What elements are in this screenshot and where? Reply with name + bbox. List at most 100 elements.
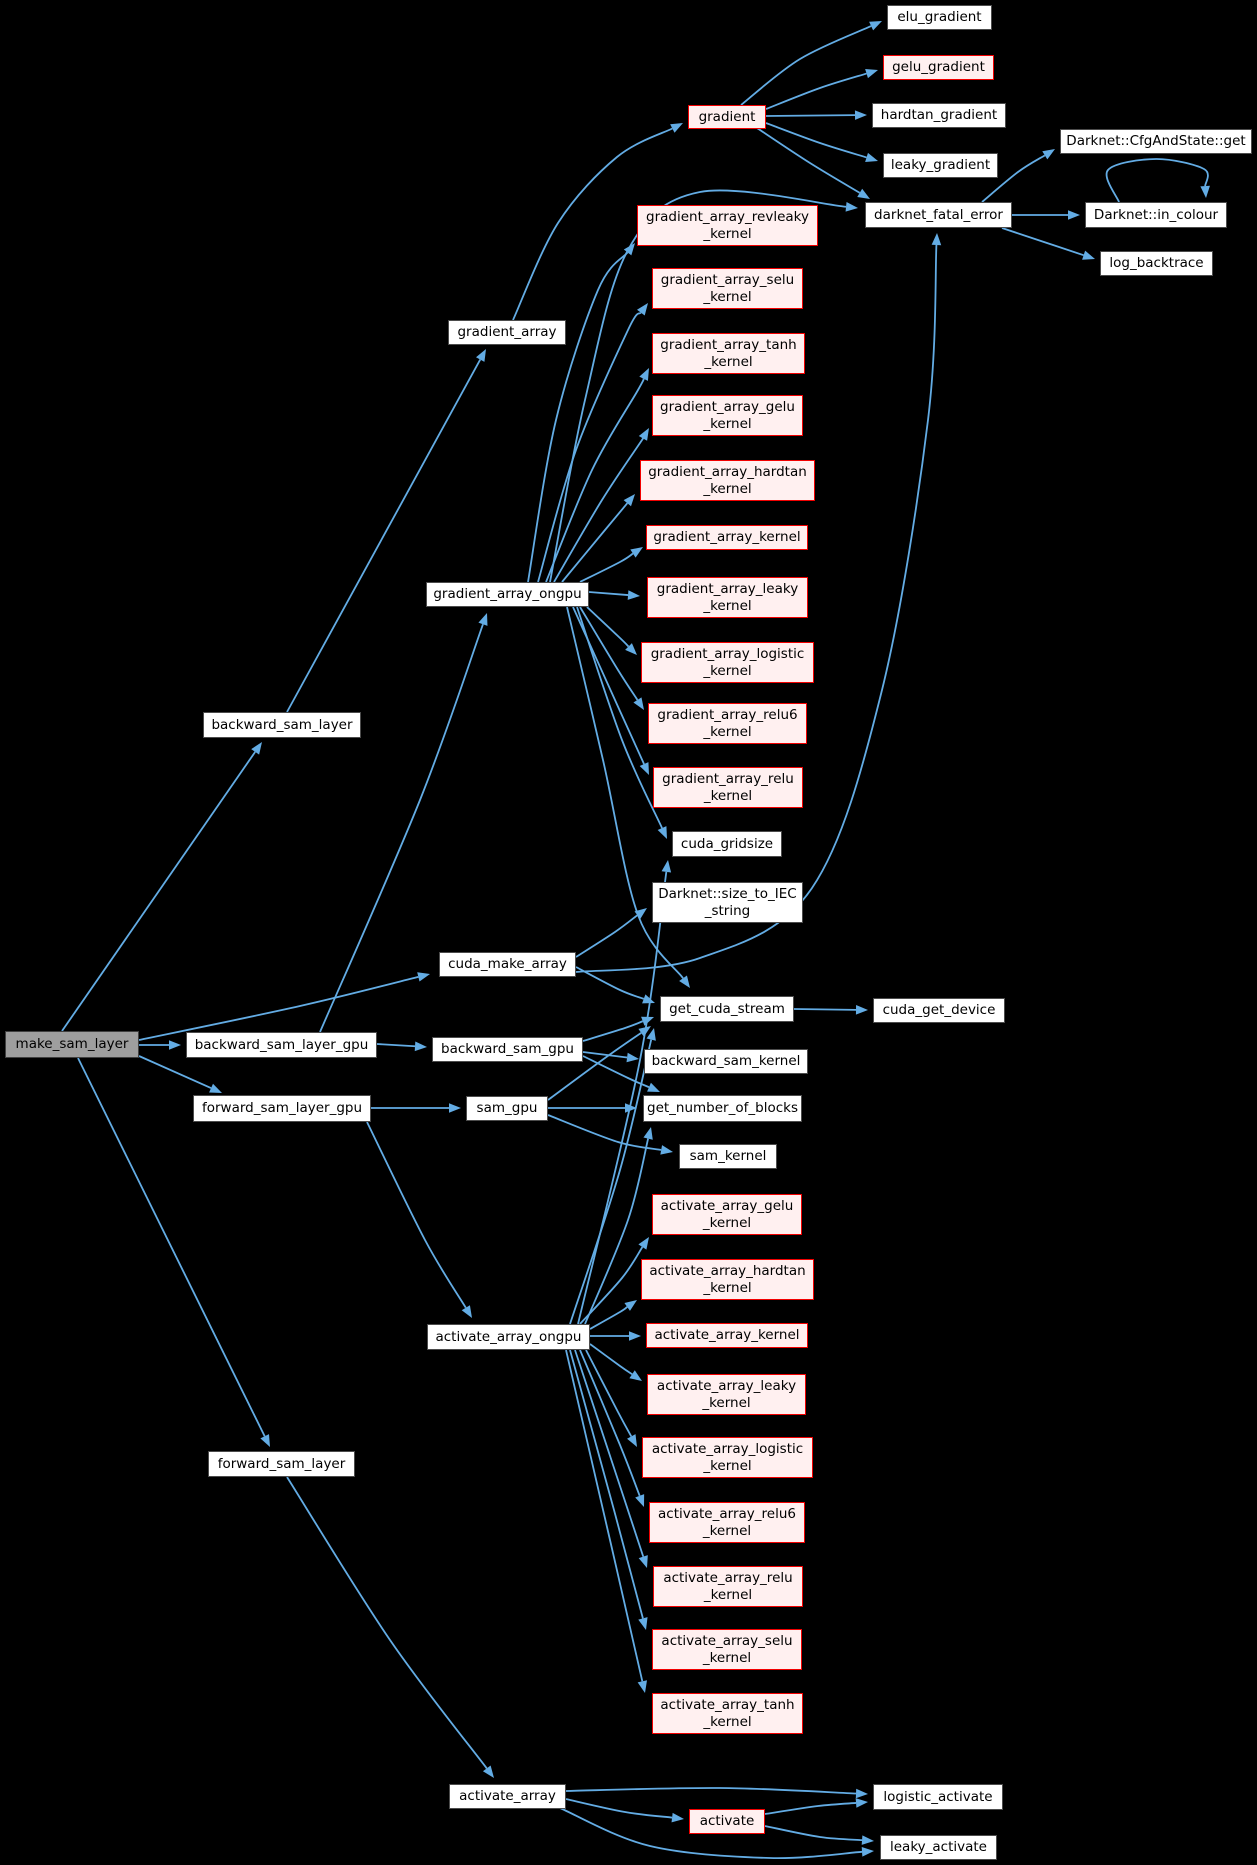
arrowhead-backward_sam_layer-to-gradient_array <box>476 349 486 362</box>
node-gradient_array_tanh_kernel[interactable]: gradient_array_tanh _kernel <box>652 333 805 374</box>
edge-sam_gpu-to-sam_kernel <box>547 1114 662 1151</box>
edge-make_sam_layer-to-forward_sam_layer_gpu <box>138 1055 212 1089</box>
arrowhead-gradient_array_ongpu-to-gradient_array_selu_kernel <box>637 303 648 316</box>
node-log_backtrace[interactable]: log_backtrace <box>1100 251 1213 276</box>
arrowhead-gradient-to-hardtan_gradient <box>854 110 867 120</box>
edge-activate_array_ongpu-to-activate_array_logistic_kernel <box>585 1349 633 1437</box>
edge-sam_gpu-to-get_cuda_stream <box>547 1032 642 1101</box>
edge-gradient_array_ongpu-to-gradient_array_logistic_kernel <box>586 606 630 648</box>
edge-activate_array_ongpu-to-activate_array_relu_kernel <box>574 1349 645 1557</box>
node-backward_sam_gpu[interactable]: backward_sam_gpu <box>432 1037 583 1062</box>
edge-get_cuda_stream-to-cuda_get_device <box>793 1008 857 1011</box>
arrowhead-darknet_fatal_error-to-CfgAndState_get <box>1042 149 1055 160</box>
arrowhead-make_sam_layer-to-backward_sam_layer_gpu <box>169 1040 181 1050</box>
node-backward_sam_layer_gpu[interactable]: backward_sam_layer_gpu <box>186 1032 377 1058</box>
arrowhead-activate_array_ongpu-to-activate_array_relu_kernel <box>638 1555 648 1568</box>
node-activate_array_relu_kernel[interactable]: activate_array_relu _kernel <box>653 1566 803 1607</box>
node-CfgAndState_get[interactable]: Darknet::CfgAndState::get <box>1060 129 1252 154</box>
node-gradient_array_selu_kernel[interactable]: gradient_array_selu _kernel <box>652 268 803 309</box>
edge-activate_array-to-leaky_activate <box>559 1807 863 1859</box>
arrowhead-gradient_array_ongpu-to-get_cuda_stream <box>679 975 690 988</box>
edge-activate_array_ongpu-to-activate_array_hardtan_kernel <box>589 1306 628 1330</box>
edge-darknet_fatal_error-to-log_backtrace <box>1001 227 1084 257</box>
edge-gradient-to-hardtan_gradient <box>765 114 856 117</box>
node-in_colour[interactable]: Darknet::in_colour <box>1085 202 1227 228</box>
node-activate_array_tanh_kernel[interactable]: activate_array_tanh _kernel <box>652 1693 803 1734</box>
node-hardtan_gradient[interactable]: hardtan_gradient <box>872 103 1006 128</box>
node-elu_gradient[interactable]: elu_gradient <box>887 5 992 30</box>
node-cuda_make_array[interactable]: cuda_make_array <box>439 952 576 977</box>
edge-activate-to-leaky_activate <box>764 1825 863 1842</box>
edge-activate_array_ongpu-to-activate_array_tanh_kernel <box>565 1349 644 1682</box>
edge-darknet_fatal_error-to-CfgAndState_get <box>981 154 1046 203</box>
edge-backward_sam_layer_gpu-to-gradient_array_ongpu <box>319 623 484 1033</box>
arrowhead-activate_array-to-leaky_activate <box>861 1847 874 1857</box>
edge-make_sam_layer-to-backward_sam_layer <box>61 751 256 1032</box>
arrowhead-forward_sam_layer-to-activate_array <box>482 1765 494 1778</box>
arrowhead-gradient_array_ongpu-to-gradient_array_relu_kernel <box>639 762 649 775</box>
arrowhead-cuda_make_array-to-size_to_IEC_string <box>634 908 647 920</box>
edge-gradient-to-elu_gradient <box>740 25 872 106</box>
node-activate_array_selu_kernel[interactable]: activate_array_selu _kernel <box>652 1629 802 1670</box>
arrowhead-forward_sam_layer_gpu-to-sam_gpu <box>449 1103 461 1113</box>
node-cuda_gridsize[interactable]: cuda_gridsize <box>672 831 782 857</box>
node-activate_array[interactable]: activate_array <box>449 1784 566 1809</box>
node-gradient_array_logistic_kernel[interactable]: gradient_array_logistic _kernel <box>641 642 814 683</box>
edge-gradient_array_ongpu-to-darknet_fatal_error <box>549 189 847 583</box>
arrowhead-gradient_array_ongpu-to-gradient_array_relu6_kernel <box>633 697 644 710</box>
arrowhead-gradient-to-leaky_gradient <box>865 152 878 163</box>
node-size_to_IEC_string[interactable]: Darknet::size_to_IEC _string <box>652 882 803 923</box>
node-sam_gpu[interactable]: sam_gpu <box>466 1096 548 1121</box>
edge-cuda_make_array-to-size_to_IEC_string <box>575 914 638 958</box>
arrowhead-activate-to-leaky_activate <box>861 1835 874 1845</box>
node-cuda_get_device[interactable]: cuda_get_device <box>873 998 1005 1023</box>
node-gradient_array_revleaky_kernel[interactable]: gradient_array_revleaky _kernel <box>637 205 818 246</box>
edge-cuda_make_array-to-get_cuda_stream <box>575 966 645 1000</box>
edge-backward_sam_gpu-to-get_number_of_blocks <box>582 1055 650 1089</box>
node-darknet_fatal_error[interactable]: darknet_fatal_error <box>865 202 1012 228</box>
node-sam_kernel[interactable]: sam_kernel <box>679 1144 777 1169</box>
node-activate[interactable]: activate <box>689 1809 765 1834</box>
edge-gradient_array_ongpu-to-gradient_array_hardtan_kernel <box>561 502 629 583</box>
edge-gradient_array_ongpu-to-gradient_array_selu_kernel <box>537 311 642 583</box>
node-activate_array_kernel[interactable]: activate_array_kernel <box>646 1323 808 1348</box>
node-gelu_gradient[interactable]: gelu_gradient <box>883 55 994 80</box>
node-get_number_of_blocks[interactable]: get_number_of_blocks <box>643 1095 802 1122</box>
node-gradient_array_ongpu[interactable]: gradient_array_ongpu <box>426 582 589 607</box>
node-leaky_gradient[interactable]: leaky_gradient <box>883 153 998 178</box>
node-forward_sam_layer_gpu[interactable]: forward_sam_layer_gpu <box>193 1095 371 1122</box>
node-get_cuda_stream[interactable]: get_cuda_stream <box>660 996 794 1022</box>
node-make_sam_layer[interactable]: make_sam_layer <box>5 1031 139 1058</box>
node-gradient_array_gelu_kernel[interactable]: gradient_array_gelu _kernel <box>652 395 803 436</box>
arrowhead-cuda_make_array-to-darknet_fatal_error <box>931 233 942 246</box>
node-leaky_activate[interactable]: leaky_activate <box>880 1835 997 1860</box>
node-gradient_array_kernel[interactable]: gradient_array_kernel <box>646 525 808 550</box>
edge-gradient_array_ongpu-to-gradient_array_revleaky_kernel <box>527 251 629 583</box>
arrowhead-gradient-to-elu_gradient <box>869 21 882 31</box>
node-activate_array_leaky_kernel[interactable]: activate_array_leaky _kernel <box>647 1374 806 1415</box>
arrowhead-activate_array_ongpu-to-activate_array_kernel <box>629 1331 641 1341</box>
edge-gradient_array_ongpu-to-gradient_array_gelu_kernel <box>553 434 647 583</box>
node-gradient_array_hardtan_kernel[interactable]: gradient_array_hardtan _kernel <box>640 460 815 501</box>
arrowhead-make_sam_layer-to-forward_sam_layer_gpu <box>209 1083 222 1093</box>
arrowhead-gradient_array-to-gradient <box>670 123 683 133</box>
node-activate_array_gelu_kernel[interactable]: activate_array_gelu _kernel <box>652 1194 802 1235</box>
node-activate_array_ongpu[interactable]: activate_array_ongpu <box>427 1324 590 1350</box>
node-gradient_array_relu6_kernel[interactable]: gradient_array_relu6 _kernel <box>648 703 807 744</box>
node-gradient_array_relu_kernel[interactable]: gradient_array_relu _kernel <box>653 767 803 808</box>
node-backward_sam_layer[interactable]: backward_sam_layer <box>203 712 361 738</box>
arrowhead-gradient_array_ongpu-to-gradient_array_gelu_kernel <box>638 428 649 441</box>
edge-make_sam_layer-to-cuda_make_array <box>138 975 419 1041</box>
edge-forward_sam_layer-to-activate_array <box>286 1476 488 1769</box>
node-gradient_array_leaky_kernel[interactable]: gradient_array_leaky _kernel <box>647 577 808 618</box>
node-logistic_activate[interactable]: logistic_activate <box>873 1784 1003 1810</box>
node-gradient[interactable]: gradient <box>688 105 766 129</box>
edge-gradient_array_ongpu-to-get_cuda_stream <box>566 606 684 979</box>
node-activate_array_logistic_kernel[interactable]: activate_array_logistic _kernel <box>642 1437 813 1478</box>
arrowhead-activate_array_ongpu-to-activate_array_leaky_kernel <box>629 1370 642 1381</box>
node-backward_sam_kernel[interactable]: backward_sam_kernel <box>644 1049 808 1074</box>
node-forward_sam_layer[interactable]: forward_sam_layer <box>208 1451 355 1477</box>
node-activate_array_relu6_kernel[interactable]: activate_array_relu6 _kernel <box>649 1502 805 1543</box>
node-activate_array_hardtan_kernel[interactable]: activate_array_hardtan _kernel <box>641 1259 814 1300</box>
node-gradient_array[interactable]: gradient_array <box>448 320 566 345</box>
